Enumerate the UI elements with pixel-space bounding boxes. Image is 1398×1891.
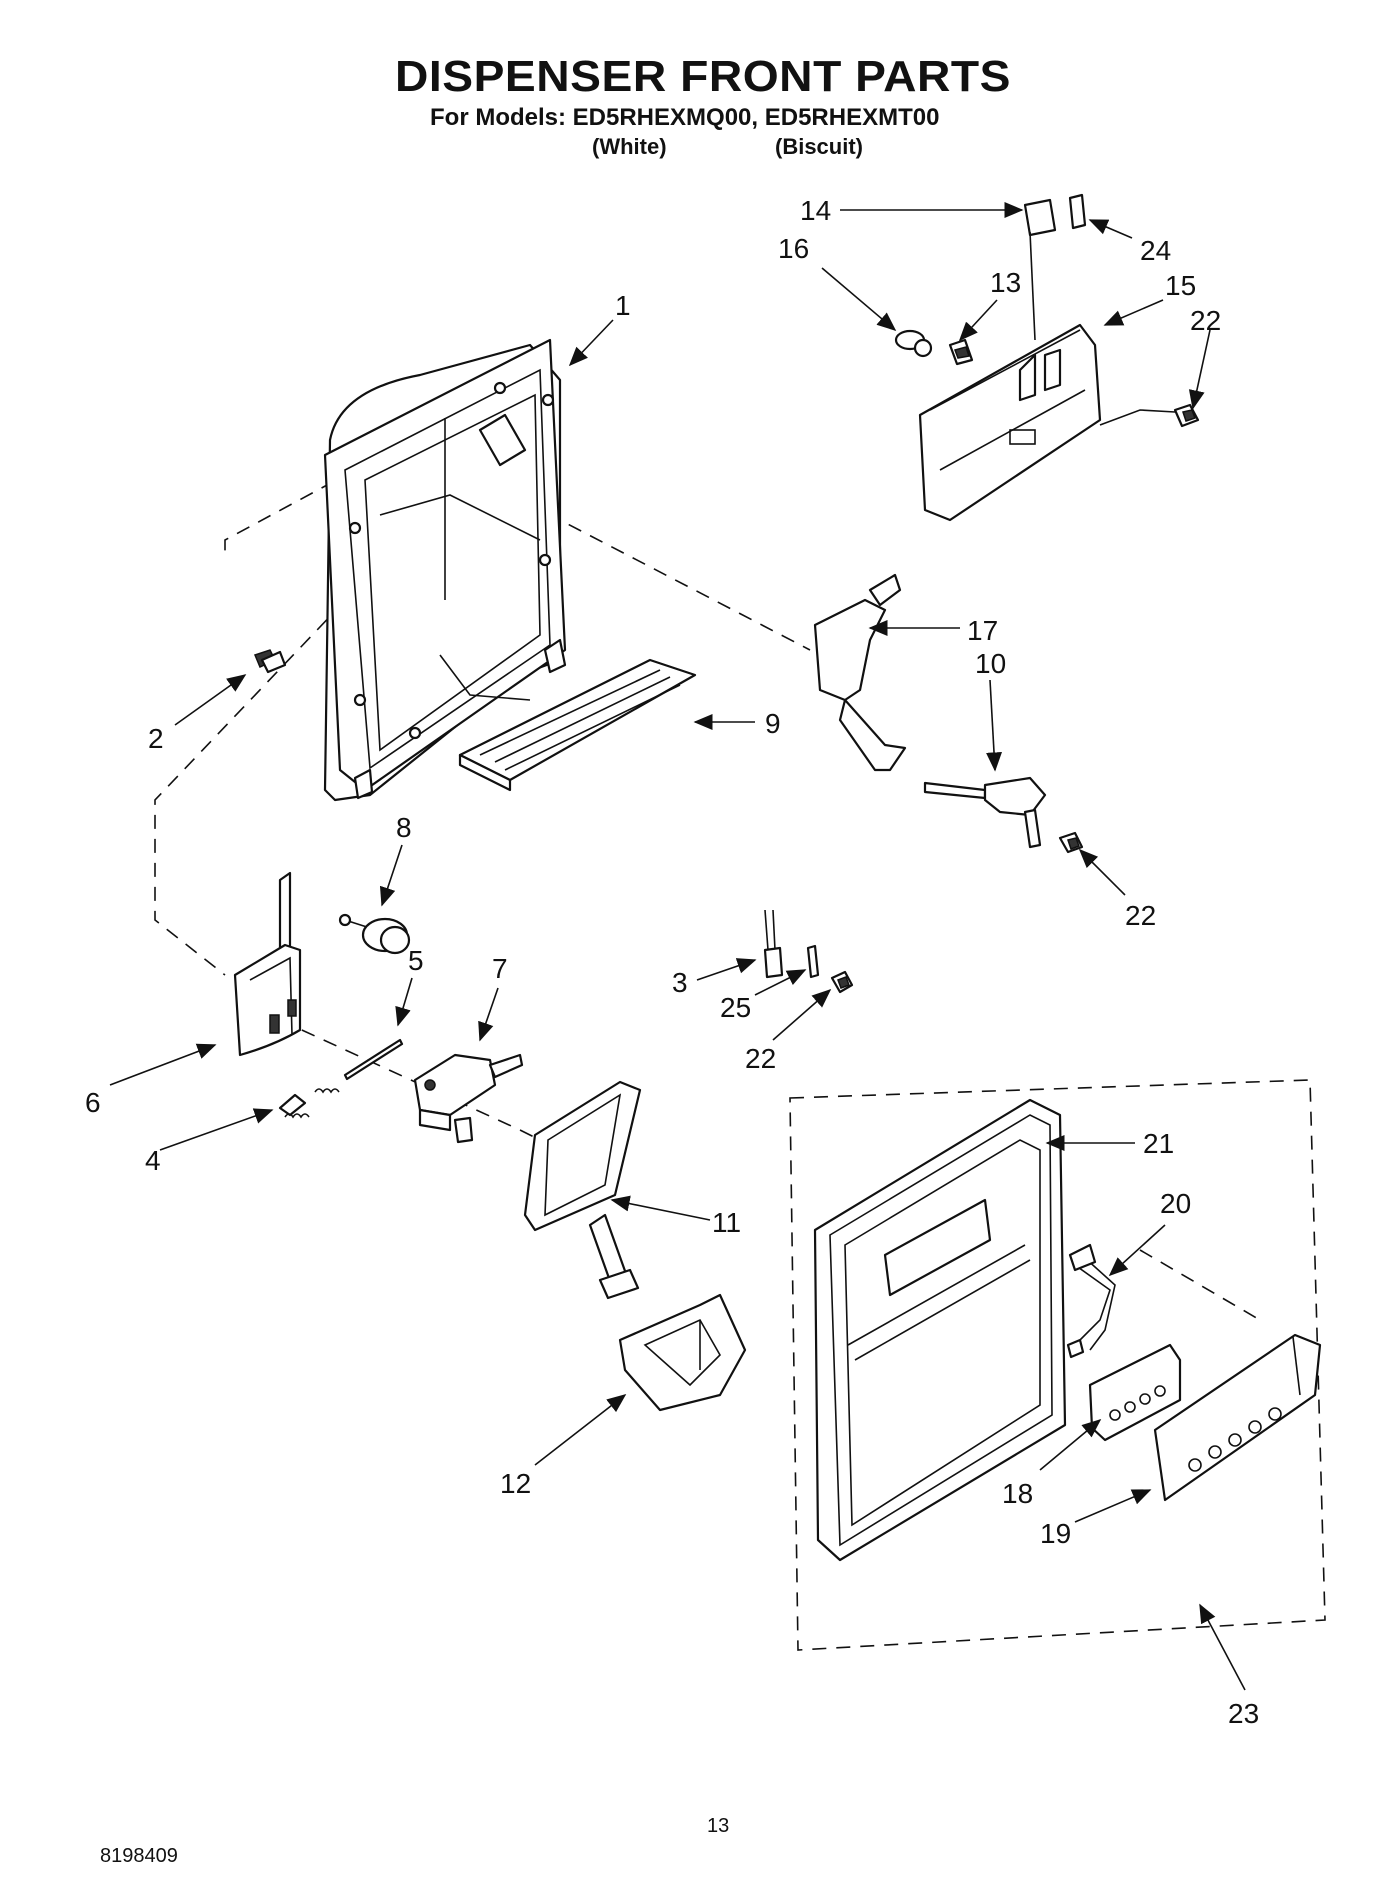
variant-white: (White) bbox=[592, 134, 667, 159]
callout-21: 21 bbox=[1143, 1128, 1174, 1159]
callout-7: 7 bbox=[492, 953, 508, 984]
callout-5: 5 bbox=[408, 945, 424, 976]
callout-18: 18 bbox=[1002, 1478, 1033, 1509]
callout-22-lever: 22 bbox=[1125, 900, 1156, 931]
callout-24: 24 bbox=[1140, 235, 1171, 266]
callout-17: 17 bbox=[967, 615, 998, 646]
callout-22-upper: 22 bbox=[1190, 305, 1221, 336]
callout-8: 8 bbox=[396, 812, 412, 843]
page-title: DISPENSER FRONT PARTS bbox=[395, 52, 1011, 101]
callout-14: 14 bbox=[800, 195, 831, 226]
page-number: 13 bbox=[707, 1815, 730, 1837]
part-14-switch bbox=[1023, 198, 1057, 237]
part-21-front-panel bbox=[813, 1098, 1067, 1562]
callout-25: 25 bbox=[720, 992, 751, 1023]
part-19-overlay bbox=[1153, 1333, 1322, 1502]
callout-4: 4 bbox=[145, 1145, 161, 1176]
part-25-insulator bbox=[806, 944, 820, 979]
callout-23: 23 bbox=[1228, 1698, 1259, 1729]
part-9-drip-tray bbox=[458, 658, 697, 792]
callout-12: 12 bbox=[500, 1468, 531, 1499]
callout-2: 2 bbox=[148, 723, 164, 754]
variant-biscuit: (Biscuit) bbox=[775, 134, 863, 159]
part-6-motor-bracket bbox=[233, 871, 302, 1057]
part-8-solenoid bbox=[338, 913, 411, 955]
part-13-socket bbox=[948, 338, 974, 366]
document-number: 8198409 bbox=[100, 1845, 178, 1867]
part-20-wire-harness bbox=[1066, 1243, 1116, 1359]
callout-6: 6 bbox=[85, 1087, 101, 1118]
callout-15: 15 bbox=[1165, 270, 1196, 301]
callout-20: 20 bbox=[1160, 1188, 1191, 1219]
callout-3: 3 bbox=[672, 967, 688, 998]
part-16-lamp bbox=[894, 329, 933, 358]
callout-labels: 1 2 3 4 5 6 7 8 9 10 11 12 13 14 15 16 1… bbox=[85, 195, 1259, 1729]
callout-13: 13 bbox=[990, 267, 1021, 298]
callout-11: 11 bbox=[712, 1207, 741, 1238]
models-line: For Models: ED5RHEXMQ00, ED5RHEXMT00 bbox=[430, 104, 940, 131]
callout-19: 19 bbox=[1040, 1518, 1071, 1549]
part-12-ice-cup bbox=[618, 1293, 747, 1412]
part-17-ice-lever bbox=[813, 573, 907, 772]
callout-10: 10 bbox=[975, 648, 1006, 679]
part-22-screw-lever bbox=[1058, 831, 1084, 854]
part-22-screw-upper bbox=[1099, 403, 1200, 428]
part-22-screw-lower bbox=[830, 970, 854, 994]
part-10-water-lever bbox=[923, 776, 1047, 849]
callout-1: 1 bbox=[615, 290, 631, 321]
part-5-pin bbox=[343, 1038, 404, 1081]
callout-16: 16 bbox=[778, 233, 809, 264]
part-2-screw bbox=[253, 649, 287, 674]
part-15-housing bbox=[918, 231, 1102, 522]
callout-22-lower: 22 bbox=[745, 1043, 776, 1074]
part-11-ice-chute bbox=[523, 1080, 642, 1300]
part-7-actuator bbox=[413, 1053, 524, 1144]
callout-9: 9 bbox=[765, 708, 781, 739]
part-3-switch bbox=[763, 909, 784, 979]
callout-leaders bbox=[109, 202, 1246, 1691]
part-24-insulator bbox=[1068, 193, 1087, 230]
part-4-springs bbox=[278, 1088, 340, 1119]
part-1-housing bbox=[323, 338, 567, 802]
